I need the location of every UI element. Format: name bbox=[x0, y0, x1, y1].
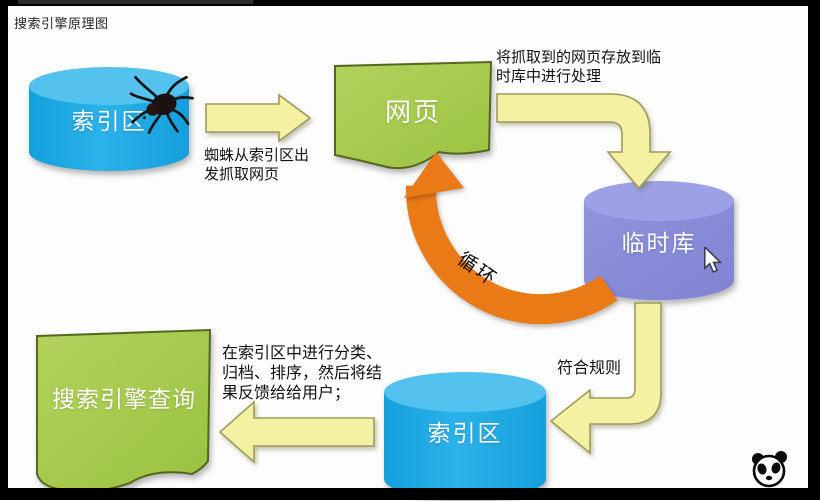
caption-rule: 符合规则 bbox=[557, 358, 622, 377]
page-title: 搜索引擎原理图 bbox=[14, 17, 109, 32]
cylinder-shape bbox=[584, 181, 734, 300]
bottom-frame-bar bbox=[0, 488, 820, 500]
node-search-query: 搜索引擎查询 bbox=[34, 326, 214, 492]
left-frame-bar bbox=[0, 0, 8, 500]
panda-logo-icon bbox=[752, 451, 787, 488]
spider-icon bbox=[129, 75, 194, 135]
node-label: 临时库 bbox=[621, 231, 697, 257]
caption-store-temp: 将抓取到的网页存放到临时库中进行处理 bbox=[496, 48, 662, 85]
node-temp-db: 临时库 bbox=[583, 180, 735, 302]
arrow-right-icon bbox=[205, 93, 312, 143]
node-label: 搜索引擎查询 bbox=[52, 386, 196, 413]
loop-arc-icon bbox=[405, 185, 618, 325]
top-frame-bar bbox=[0, 0, 820, 6]
node-webpage: 网页 bbox=[333, 60, 493, 175]
node-label: 索引区 bbox=[427, 420, 503, 447]
wave-shape bbox=[36, 328, 212, 492]
node-index-area-bottom: 索引区 bbox=[383, 371, 547, 501]
mouse-cursor-icon bbox=[704, 247, 723, 273]
arrow-elbow-down-icon bbox=[496, 93, 672, 190]
top-frame-segment bbox=[18, 0, 253, 4]
arrow-elbow-left-icon bbox=[549, 302, 662, 455]
node-label: 网页 bbox=[384, 98, 441, 129]
arrow-left-icon bbox=[218, 400, 375, 464]
cylinder-shape bbox=[384, 372, 546, 499]
caption-classify: 在索引区中进行分类、归档、排序，然后将结果反馈给给用户； bbox=[222, 343, 383, 402]
caption-loop: 循环 bbox=[453, 248, 503, 292]
right-frame-bar bbox=[808, 0, 820, 500]
caption-spider-crawl: 蜘蛛从索引区出发抓取网页 bbox=[204, 146, 310, 183]
